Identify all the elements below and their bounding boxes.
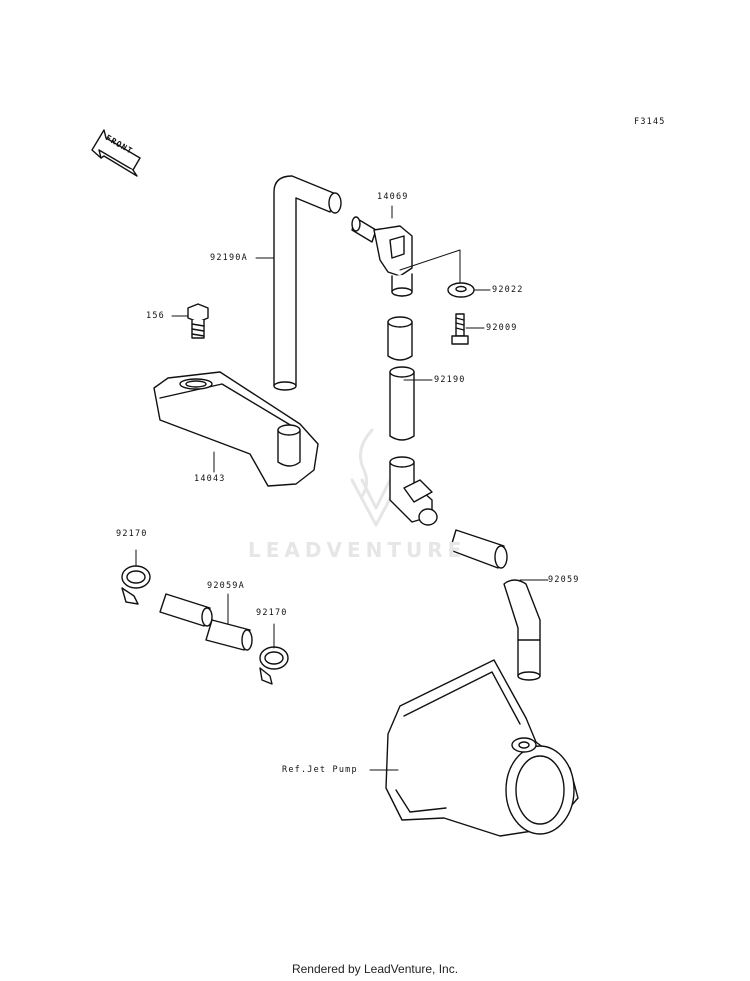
callout-14069: 14069 bbox=[377, 192, 409, 202]
front-arrow-icon bbox=[91, 129, 141, 177]
callout-92190a: 92190A bbox=[210, 253, 248, 263]
elbow-fitting bbox=[389, 456, 438, 526]
hose-short bbox=[387, 316, 413, 361]
jet-pump-housing bbox=[385, 659, 579, 837]
bolt-92009 bbox=[451, 313, 469, 345]
callout-92190: 92190 bbox=[434, 375, 466, 385]
washer-92022 bbox=[447, 282, 475, 298]
callout-156: 156 bbox=[146, 311, 165, 321]
callout-92009: 92009 bbox=[486, 323, 518, 333]
hose-92059a bbox=[159, 593, 253, 651]
watermark-text: LEADVENTURE bbox=[248, 538, 467, 562]
callout-jet-pump: Ref.Jet Pump bbox=[282, 765, 358, 775]
callout-92170-bottom: 92170 bbox=[256, 608, 288, 618]
callout-92059a: 92059A bbox=[207, 581, 245, 591]
callout-92022: 92022 bbox=[492, 285, 524, 295]
footer-credit: Rendered by LeadVenture, Inc. bbox=[291, 962, 459, 976]
leader-lines bbox=[135, 205, 549, 771]
callout-14043: 14043 bbox=[194, 474, 226, 484]
clamp-92170-bottom bbox=[259, 646, 289, 685]
bracket-14043 bbox=[153, 371, 319, 487]
diagram-code: F3145 bbox=[634, 117, 666, 127]
hose-92190a bbox=[273, 175, 342, 391]
fitting-14069 bbox=[351, 216, 413, 297]
hose-connector bbox=[449, 529, 508, 569]
hose-92059 bbox=[503, 579, 541, 681]
bolt-156 bbox=[187, 303, 209, 339]
hose-92190 bbox=[389, 366, 415, 441]
callout-92170-top: 92170 bbox=[116, 529, 148, 539]
clamp-92170-top bbox=[121, 565, 151, 605]
callout-92059: 92059 bbox=[548, 575, 580, 585]
